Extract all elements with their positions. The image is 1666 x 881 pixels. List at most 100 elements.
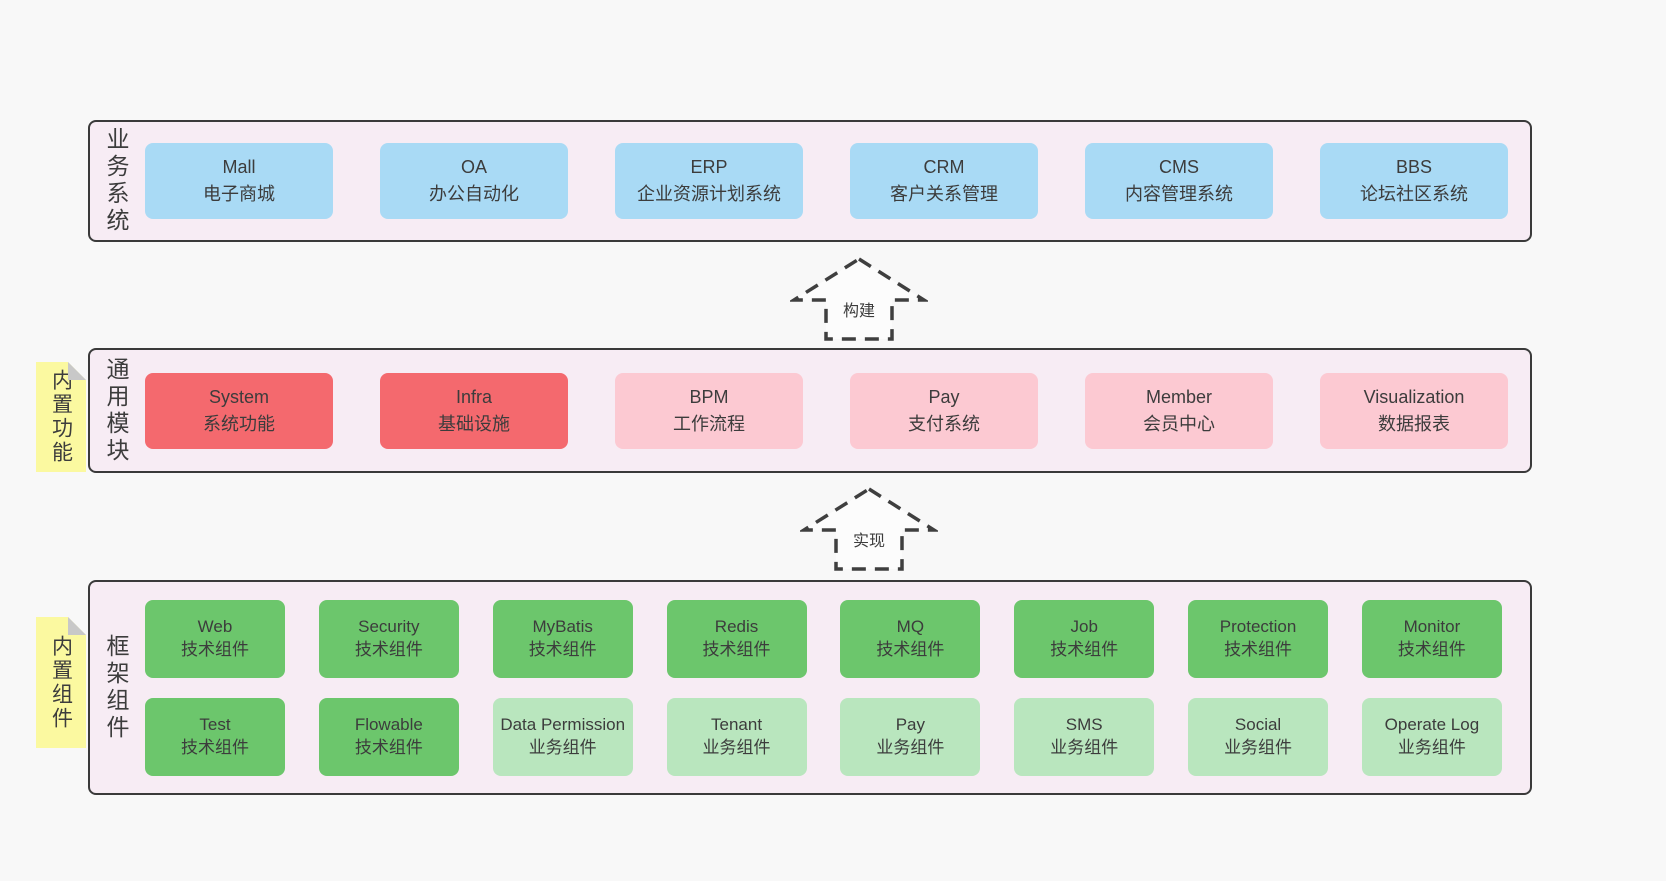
box-title: Security [358,616,420,636]
common-modules-band: 通用模块 System 系统功能 Infra 基础设施 BPM 工作流程 Pay… [88,348,1532,473]
box-title: Tenant [711,714,763,734]
business-band-side-label: 业务系统 [103,127,129,235]
box-social: Social 业务组件 [1188,697,1329,776]
box-subtitle: 企业资源计划系统 [637,184,781,204]
box-subtitle: 技术组件 [1224,639,1293,659]
box-visualization: Visualization 数据报表 [1320,372,1508,449]
box-subtitle: 业务组件 [528,737,597,757]
box-title: SMS [1065,714,1103,734]
box-subtitle: 技术组件 [354,737,423,757]
framework-components-band: 框架组件 Web 技术组件 Security 技术组件 MyBatis 技术组件… [88,580,1532,795]
box-subtitle: 数据报表 [1378,413,1450,434]
components-boxes-grid: Web 技术组件 Security 技术组件 MyBatis 技术组件 Redi… [127,582,1530,793]
box-security: Security 技术组件 [318,599,459,678]
business-systems-band: 业务系统 Mall 电子商城 OA 办公自动化 ERP 企业资源计划系统 CRM… [88,120,1532,242]
box-bbs: BBS 论坛社区系统 [1320,143,1508,219]
implement-arrow-label: 实现 [849,526,889,552]
sticky-note-label: 内置功能 [49,369,73,465]
box-subtitle: 技术组件 [181,737,249,757]
box-bpm: BPM 工作流程 [615,372,803,449]
box-subtitle: 业务组件 [702,737,771,757]
box-operate-log: Operate Log 业务组件 [1361,697,1502,776]
modules-boxes-row: System 系统功能 Infra 基础设施 BPM 工作流程 Pay 支付系统… [127,350,1530,471]
box-protection: Protection 技术组件 [1188,599,1329,678]
box-title: CMS [1159,157,1199,177]
box-subtitle: 技术组件 [354,639,423,659]
box-pay: Pay 支付系统 [850,372,1038,449]
box-monitor: Monitor 技术组件 [1361,599,1502,678]
box-test: Test 技术组件 [145,697,285,776]
box-title: Test [199,714,231,734]
box-title: Social [1234,714,1282,734]
box-subtitle: 业务组件 [1224,737,1293,757]
box-title: Flowable [354,714,423,734]
box-subtitle: 会员中心 [1143,413,1215,434]
box-title: Protection [1219,616,1297,636]
box-title: Mall [222,157,256,177]
box-subtitle: 论坛社区系统 [1360,184,1468,204]
box-mybatis: MyBatis 技术组件 [492,599,633,678]
box-subtitle: 技术组件 [181,639,249,659]
box-system: System 系统功能 [145,372,333,449]
box-title: ERP [690,157,728,177]
box-subtitle: 内容管理系统 [1125,184,1233,204]
box-mall: Mall 电子商城 [145,143,333,219]
box-subtitle: 业务组件 [1050,737,1119,757]
box-oa: OA 办公自动化 [380,143,568,219]
box-title: Pay [895,714,926,734]
box-title: Data Permission [500,714,626,734]
box-subtitle: 技术组件 [1397,639,1466,659]
box-member: Member 会员中心 [1085,372,1273,449]
box-subtitle: 基础设施 [438,413,510,434]
box-subtitle: 工作流程 [673,413,745,434]
box-title: Redis [714,616,759,636]
box-redis: Redis 技术组件 [666,599,807,678]
box-title: Pay [928,386,960,407]
box-title: Operate Log [1384,714,1480,734]
implement-arrow: 实现 [800,487,938,571]
box-tenant: Tenant 业务组件 [666,697,807,776]
box-subtitle: 技术组件 [528,639,597,659]
folded-corner-icon [68,362,86,380]
box-web: Web 技术组件 [145,599,285,678]
box-title: MQ [896,616,925,636]
builtin-features-sticky-note: 内置功能 [36,362,86,472]
components-row-1: Web 技术组件 Security 技术组件 MyBatis 技术组件 Redi… [145,599,1502,678]
box-subtitle: 办公自动化 [429,184,519,204]
box-subtitle: 业务组件 [1397,737,1466,757]
box-title: CRM [923,157,965,177]
box-title: Monitor [1403,616,1461,636]
box-subtitle: 技术组件 [876,639,945,659]
box-crm: CRM 客户关系管理 [850,143,1038,219]
business-boxes-row: Mall 电子商城 OA 办公自动化 ERP 企业资源计划系统 CRM 客户关系… [127,122,1530,240]
box-title: Web [197,616,233,636]
box-title: Visualization [1363,386,1465,407]
box-title: Job [1070,616,1098,636]
builtin-components-sticky-note: 内置组件 [36,617,86,748]
box-sms: SMS 业务组件 [1014,697,1155,776]
box-cms: CMS 内容管理系统 [1085,143,1273,219]
components-band-side-label: 框架组件 [103,633,129,742]
modules-band-side-label: 通用模块 [103,356,129,465]
box-subtitle: 客户关系管理 [890,184,998,204]
build-arrow: 构建 [790,257,928,341]
box-mq: MQ 技术组件 [840,599,981,678]
box-subtitle: 支付系统 [908,413,980,434]
box-subtitle: 系统功能 [203,413,275,434]
box-title: BPM [689,386,729,407]
box-erp: ERP 企业资源计划系统 [615,143,803,219]
box-subtitle: 电子商城 [203,184,275,204]
box-title: System [208,386,269,407]
box-title: OA [460,157,487,177]
box-subtitle: 技术组件 [702,639,771,659]
box-data-permission: Data Permission 业务组件 [492,697,633,776]
box-title: MyBatis [532,616,593,636]
sticky-note-label: 内置组件 [49,634,73,731]
box-title: BBS [1395,157,1433,177]
box-job: Job 技术组件 [1014,599,1155,678]
build-arrow-label: 构建 [839,296,879,322]
box-subtitle: 业务组件 [876,737,945,757]
box-infra: Infra 基础设施 [380,372,568,449]
components-row-2: Test 技术组件 Flowable 技术组件 Data Permission … [145,697,1502,776]
box-title: Infra [455,386,493,407]
